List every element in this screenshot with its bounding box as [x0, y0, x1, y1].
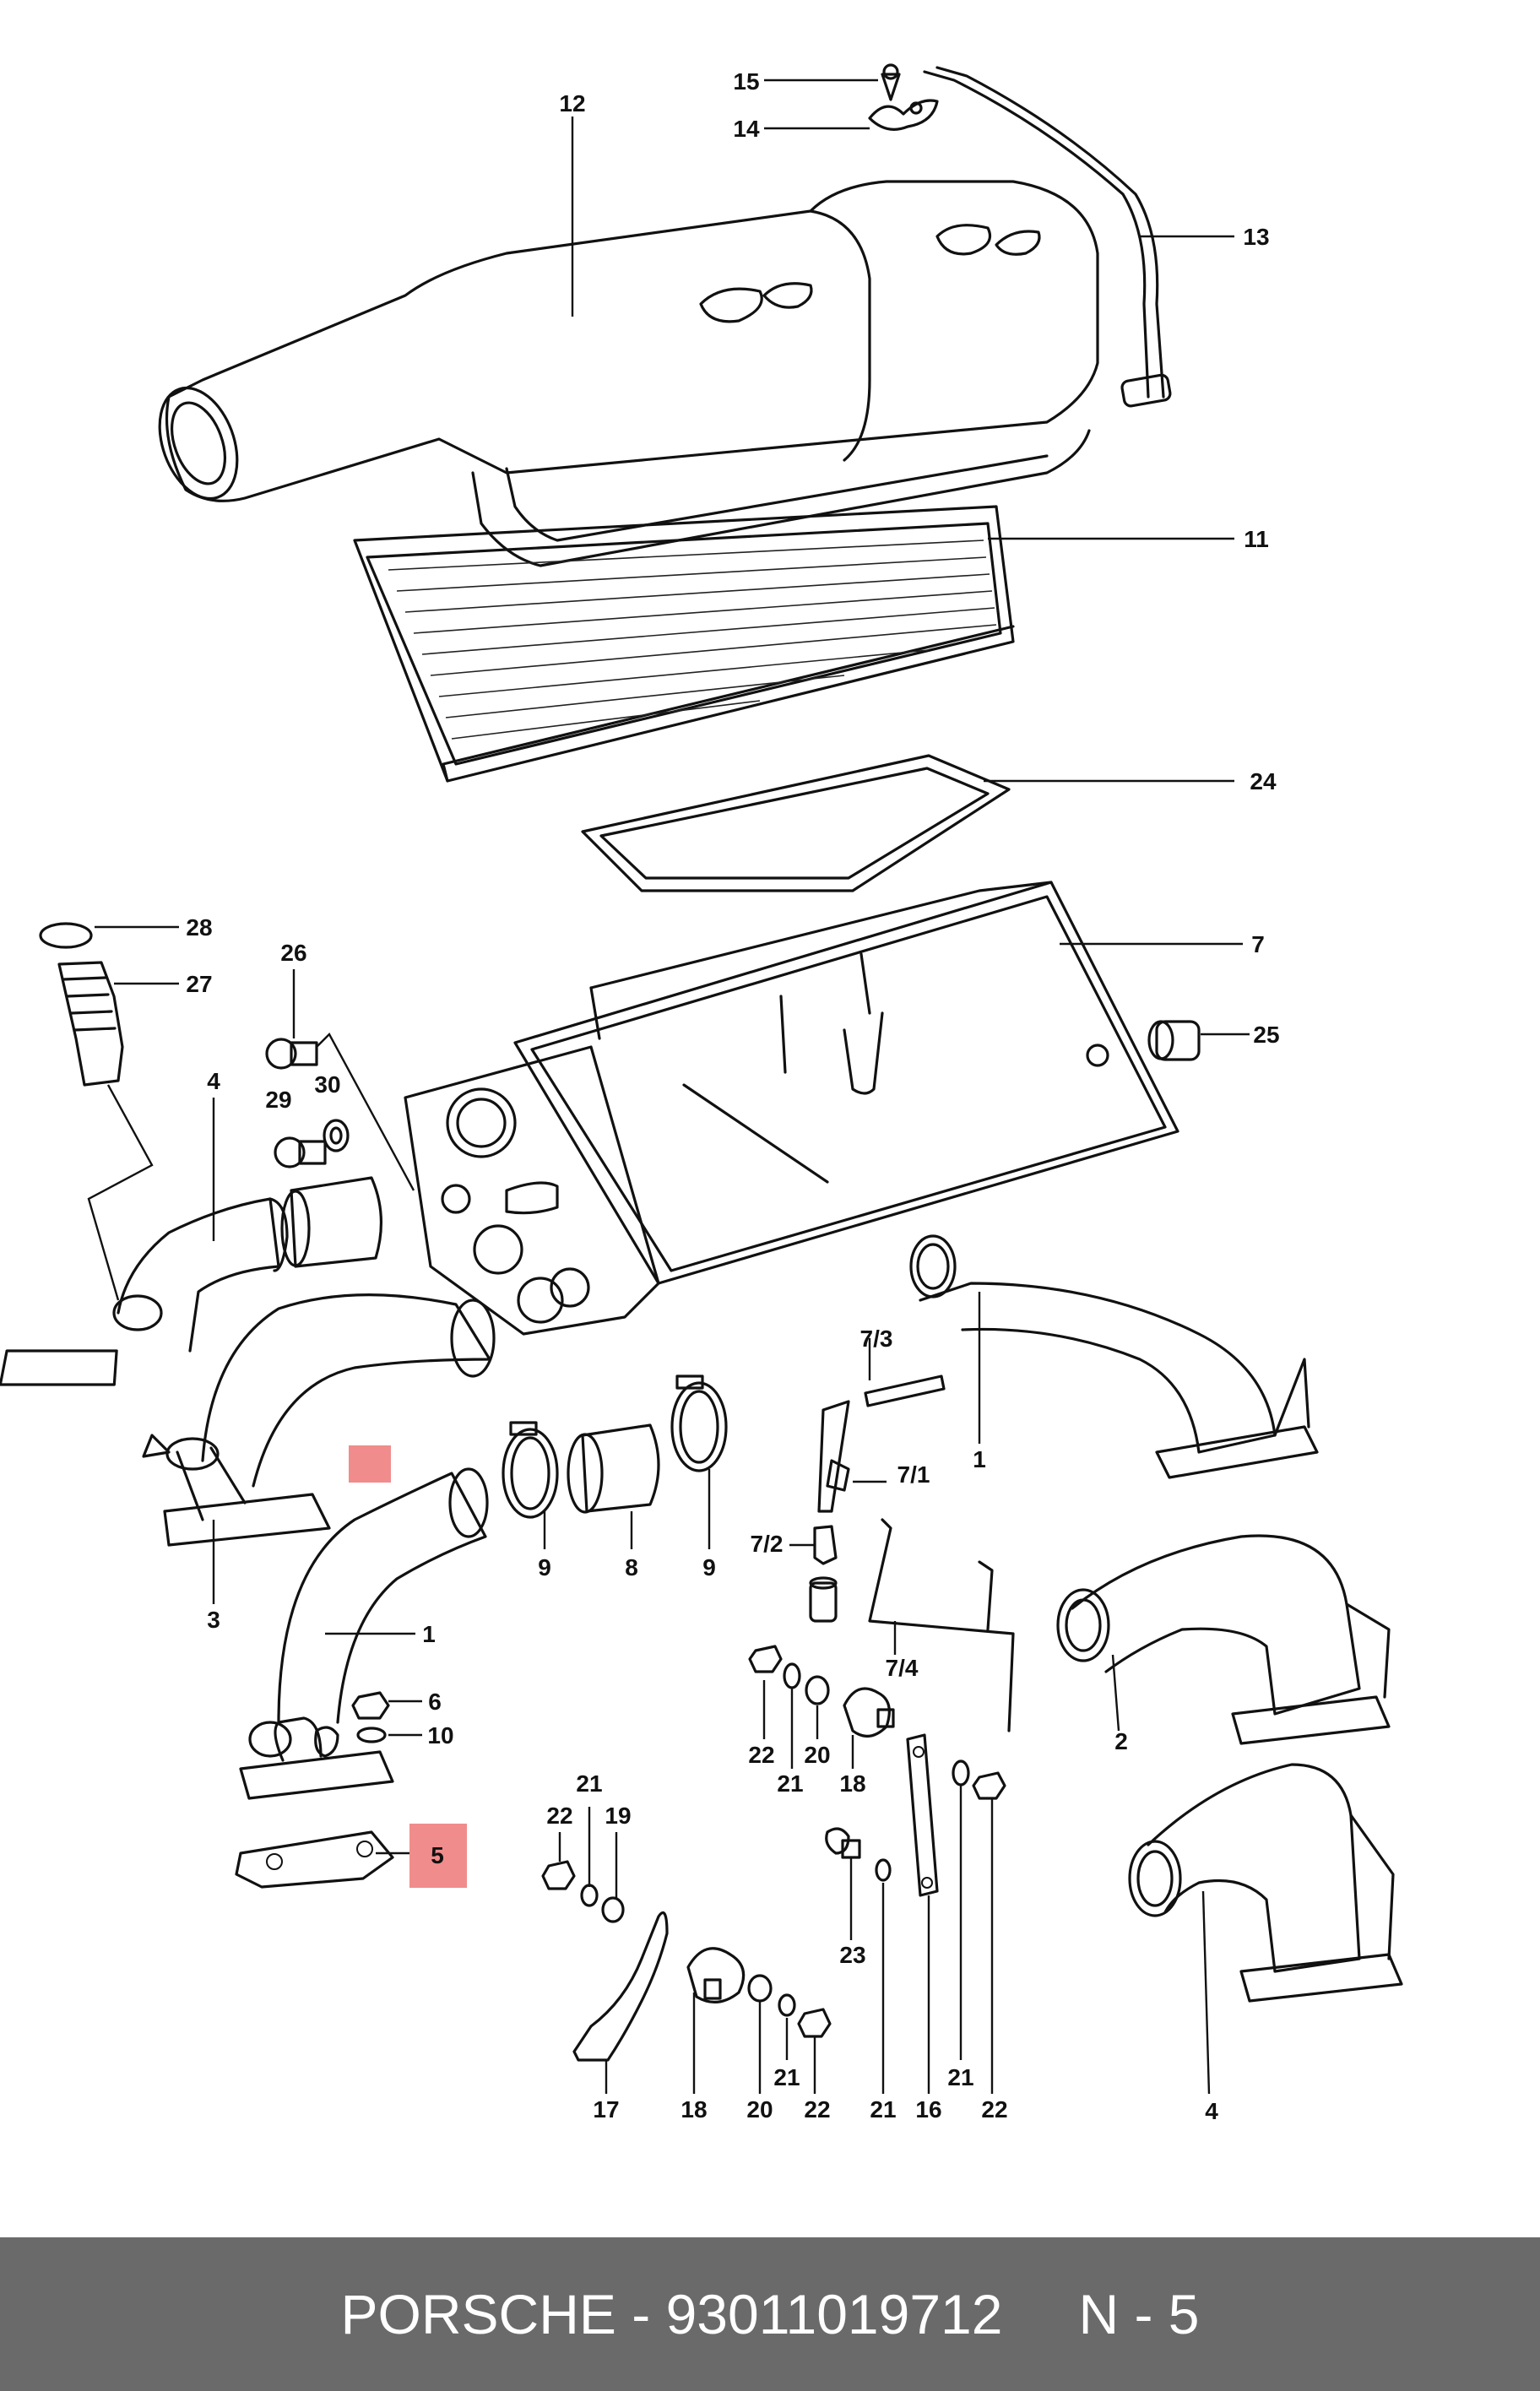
brand-name: PORSCHE [340, 2283, 616, 2345]
callout-7: 7 [1251, 931, 1265, 957]
callout-25: 25 [1253, 1022, 1279, 1048]
part-number: 93011019712 [665, 2283, 1003, 2345]
callout-22: 22 [748, 1742, 774, 1768]
o-ring-and-sleeve [39, 922, 124, 1087]
callout-labels: 12 15 14 13 11 24 28 27 26 7 25 4 29 30 … [186, 68, 1279, 2124]
callout-29: 29 [265, 1087, 291, 1113]
intake-pipe-left-upper [0, 1197, 289, 1386]
callout-9: 9 [702, 1554, 716, 1580]
callout-14: 14 [733, 116, 760, 142]
intake-pipe-2 [1056, 1534, 1391, 1745]
callout-2: 2 [1114, 1728, 1128, 1754]
callout-16: 16 [915, 2096, 941, 2123]
hose-clamps-and-sleeve [502, 1374, 728, 1519]
callout-7-3: 7/3 [860, 1326, 893, 1352]
callout-21: 21 [870, 2096, 896, 2123]
callout-15: 15 [733, 68, 759, 95]
callout-27: 27 [186, 971, 212, 997]
callout-24: 24 [1250, 768, 1277, 794]
exploded-parts-diagram: 12 15 14 13 11 24 28 27 26 7 25 4 29 30 … [0, 63, 1403, 2124]
hold-down-strap [923, 66, 1172, 408]
callout-18: 18 [839, 1770, 865, 1797]
callout-21: 21 [777, 1770, 803, 1797]
callout-6: 6 [428, 1689, 442, 1715]
air-cleaner-upper-housing [158, 180, 1099, 567]
air-filter-element [353, 505, 1015, 783]
nut-and-washer [351, 1691, 390, 1743]
callout-21: 21 [576, 1770, 602, 1797]
callout-1: 1 [973, 1446, 986, 1472]
intake-pipe-3 [142, 1293, 496, 1547]
callout-7-1: 7/1 [897, 1461, 930, 1488]
callout-28: 28 [186, 914, 212, 941]
callout-18: 18 [681, 2096, 707, 2123]
intake-pipe-1-right [909, 1234, 1319, 1479]
callout-22: 22 [981, 2096, 1007, 2123]
highlight-box-5 [409, 1824, 467, 1888]
callout-13: 13 [1243, 224, 1269, 250]
separator: - [632, 2283, 651, 2345]
air-cleaner-lower-housing [404, 881, 1179, 1336]
callout-21: 21 [773, 2064, 800, 2090]
callout-9: 9 [538, 1554, 551, 1580]
callout-10: 10 [427, 1722, 453, 1749]
callout-11: 11 [1244, 526, 1269, 552]
callout-5: 5 [431, 1842, 444, 1868]
callout-30: 30 [314, 1071, 340, 1098]
callout-4: 4 [1205, 2098, 1218, 2124]
housing-gasket [581, 754, 1011, 892]
callout-7-2: 7/2 [751, 1531, 784, 1557]
position-label: N - 5 [1078, 2283, 1200, 2345]
callout-3: 3 [207, 1607, 220, 1633]
callout-22: 22 [546, 1803, 572, 1829]
connector-plug [1147, 1020, 1201, 1061]
flange-gasket [235, 1830, 394, 1889]
callout-23: 23 [839, 1942, 865, 1968]
highlight-marker [349, 1445, 391, 1483]
screw-and-clip [868, 63, 939, 131]
short-hose [280, 1176, 382, 1268]
callout-7-4: 7/4 [886, 1655, 919, 1681]
intake-pipe-1-left [239, 1467, 489, 1800]
callout-20: 20 [746, 2096, 773, 2123]
part-info-bar: PORSCHE - 93011019712 N - 5 [0, 2237, 1540, 2391]
callout-1: 1 [422, 1621, 436, 1647]
callout-21: 21 [947, 2064, 973, 2090]
callout-8: 8 [625, 1554, 638, 1580]
callout-17: 17 [593, 2096, 619, 2123]
callout-4: 4 [207, 1068, 220, 1094]
intake-pipe-4-right [1128, 1763, 1403, 2003]
callout-20: 20 [804, 1742, 830, 1768]
callout-12: 12 [559, 90, 585, 117]
bolts-and-washer [265, 1038, 350, 1168]
callout-26: 26 [280, 940, 306, 966]
small-hardware-middle [748, 1645, 1006, 1897]
callout-22: 22 [804, 2096, 830, 2123]
linkage-parts [809, 1374, 1015, 1732]
callout-19: 19 [605, 1803, 631, 1829]
